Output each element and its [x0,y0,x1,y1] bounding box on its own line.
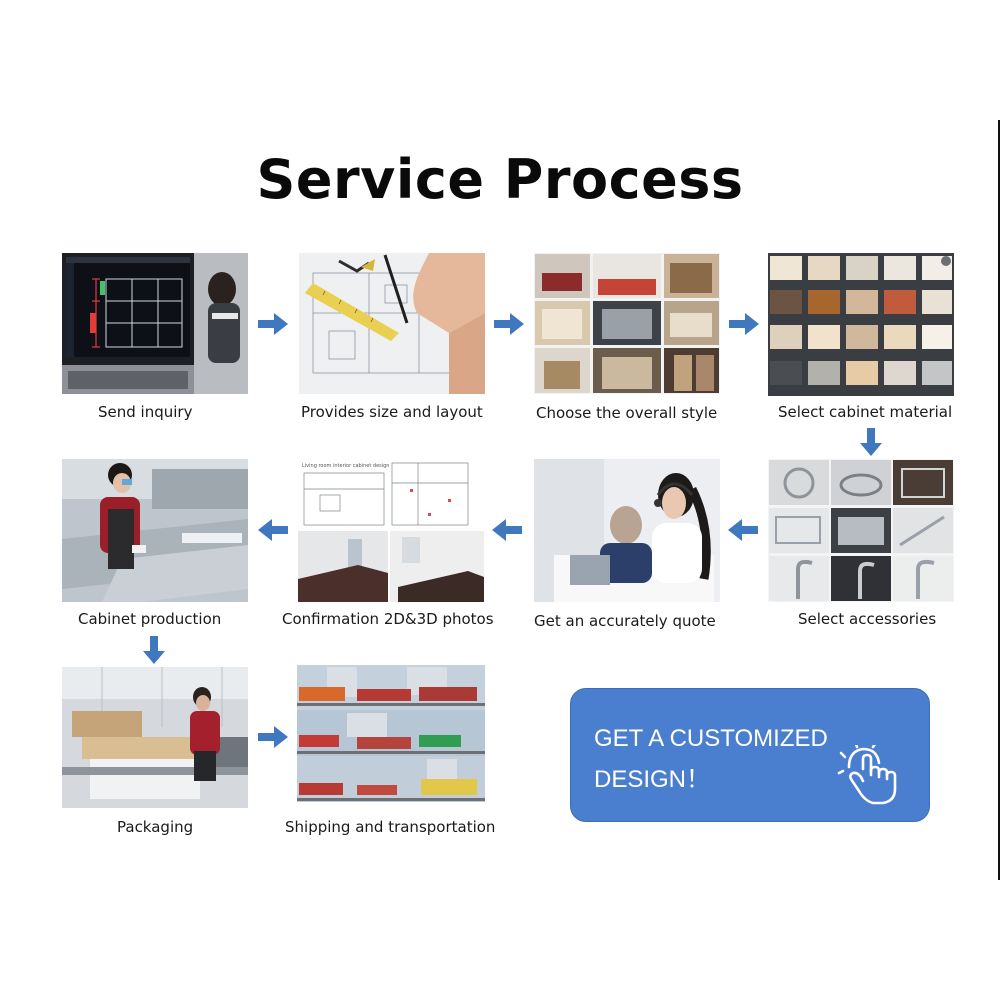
step-label: Packaging [117,818,194,836]
cta-line-2: DESIGN！ [594,766,711,793]
arrow-down-icon [860,428,882,456]
step-choose-style: Choose the overall style [534,253,720,423]
arrow-right-icon [258,313,288,335]
step-label: Provides size and layout [301,403,483,421]
packaging-line-photo [62,667,248,808]
step-shipping: Shipping and transportation [285,665,495,840]
material-swatches-photo [768,253,954,396]
step-label: Confirmation 2D&3D photos [282,610,494,628]
drawing-plan-photo [299,253,485,394]
page-title: Service Process [256,148,744,211]
get-customized-design-button[interactable]: GET A CUSTOMIZED DESIGN！ [570,688,930,822]
step-label: Select cabinet material [778,403,953,421]
step-get-quote: Get an accurately quote [534,459,720,634]
arrow-left-icon [258,519,288,541]
step-confirm-2d-3d: Living room interior cabinet design Conf… [282,459,494,634]
drawing-caption: Living room interior cabinet design [302,463,389,469]
step-label: Cabinet production [78,610,222,628]
step-select-material: Select cabinet material [768,253,954,423]
container-trucks-photo [297,665,485,802]
step-label: Choose the overall style [536,404,718,422]
step-label: Shipping and transportation [285,818,496,836]
cad-monitor-photo [62,253,248,394]
design-render-photo: Living room interior cabinet design [298,459,484,602]
step-label: Send inquiry [98,403,193,421]
arrow-right-icon [729,313,759,335]
right-edge-divider [998,120,1000,880]
factory-worker-photo [62,459,248,602]
step-packaging: Packaging [62,667,248,842]
step-label: Get an accurately quote [534,612,716,630]
step-cabinet-production: Cabinet production [62,459,248,634]
arrow-right-icon [258,726,288,748]
tap-hand-icon [837,745,897,805]
customer-service-photo [534,459,720,602]
step-label: Select accessories [798,610,937,628]
cta-line-1: GET A CUSTOMIZED [594,725,828,752]
arrow-left-icon [728,519,758,541]
arrow-down-icon [143,636,165,664]
step-select-accessories: Select accessories [768,459,954,634]
interior-styles-photo [534,253,720,394]
step-provides-size-layout: Provides size and layout [299,253,485,423]
arrow-right-icon [494,313,524,335]
accessories-grid-photo [768,459,954,602]
step-send-inquiry: Send inquiry [62,253,248,423]
arrow-left-icon [492,519,522,541]
